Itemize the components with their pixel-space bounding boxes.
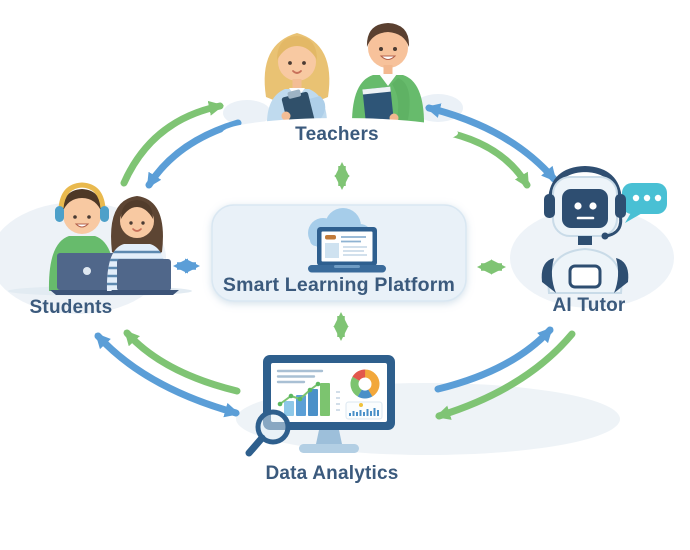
monitor-icon bbox=[263, 355, 395, 453]
arrow-teachers-aitutor-blue-double bbox=[425, 103, 558, 183]
magnifying-glass-icon bbox=[245, 409, 291, 457]
donut-chart-icon bbox=[350, 369, 380, 399]
monitor-base bbox=[299, 444, 359, 453]
ai-tutor-label: AI Tutor bbox=[552, 295, 625, 316]
center-card: Smart Learning Platform bbox=[211, 204, 467, 302]
arrow-analytics-to-aitutor-blue bbox=[434, 326, 554, 393]
student-boy-icon bbox=[48, 182, 124, 295]
ai-tutor-illustration bbox=[541, 165, 667, 294]
hub-arrows bbox=[173, 162, 506, 341]
monitor-stand bbox=[316, 430, 342, 444]
headphones-band bbox=[58, 182, 106, 209]
axis-ticks bbox=[336, 391, 340, 411]
headphone-cup-left bbox=[55, 206, 64, 222]
chat-bubble-icon bbox=[622, 183, 667, 223]
teacher-woman-icon bbox=[264, 33, 330, 132]
mini-bar-panel-icon bbox=[345, 401, 383, 420]
arrow-teachers-to-aitutor-green bbox=[437, 127, 531, 189]
arrow-aitutor-to-analytics-green bbox=[435, 330, 576, 420]
teacher-man-icon bbox=[351, 23, 425, 128]
teachers-white-cloud-band bbox=[222, 118, 458, 148]
cloud-laptop-icon bbox=[308, 208, 386, 273]
laptop-icon bbox=[111, 259, 179, 295]
teachers-label: Teachers bbox=[295, 124, 379, 145]
headphone-cup-right bbox=[100, 206, 109, 222]
arrow-students-to-teachers-green bbox=[120, 100, 224, 187]
center-card-title: Smart Learning Platform bbox=[223, 274, 455, 296]
robot-icon bbox=[541, 165, 629, 294]
data-analytics-label: Data Analytics bbox=[265, 463, 398, 484]
students-illustration bbox=[8, 182, 192, 296]
students-label: Students bbox=[30, 297, 113, 318]
curved-arrows bbox=[94, 100, 576, 420]
teachers-cloud-left bbox=[223, 100, 271, 126]
line-chart-icon bbox=[277, 381, 321, 407]
book-icon bbox=[362, 86, 394, 124]
arrow-teachers-to-students-blue bbox=[145, 119, 242, 189]
screen-text-lines bbox=[276, 369, 324, 384]
teachers-illustration bbox=[222, 23, 458, 148]
student-girl-icon bbox=[106, 196, 179, 295]
data-analytics-illustration bbox=[245, 355, 395, 457]
arrow-students-analytics-blue-double bbox=[94, 332, 240, 418]
laptop-icon bbox=[50, 253, 124, 295]
arrow-analytics-to-students-green bbox=[123, 329, 241, 395]
